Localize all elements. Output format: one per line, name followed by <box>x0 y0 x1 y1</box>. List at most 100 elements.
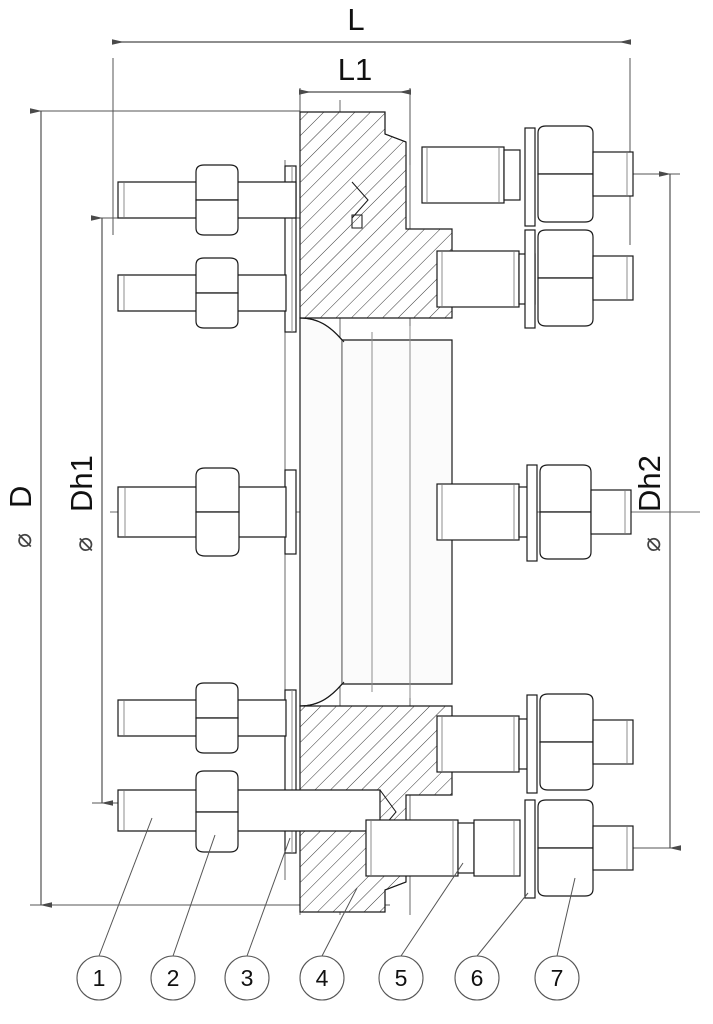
balloon-circle-5[interactable] <box>378 955 424 1001</box>
stud-protrusion <box>592 151 634 197</box>
left-bolt-assembly-bottom-outer <box>117 770 397 853</box>
stud-collar <box>457 822 475 874</box>
leader-line-4 <box>321 887 358 957</box>
dimension-D-label: D <box>3 486 38 508</box>
diameter-symbol-icon: ⌀ <box>638 537 666 552</box>
diameter-symbol-icon: ⌀ <box>9 533 37 548</box>
hex-nut-upper-half <box>195 164 239 201</box>
stud-protrusion <box>592 719 634 765</box>
leader-line-5 <box>400 862 464 957</box>
gasket-plate-middle <box>284 469 297 555</box>
stud-bolt-shank <box>117 789 381 832</box>
flange-pipe-body-face <box>341 339 453 685</box>
balloon-6[interactable]: 6 <box>454 955 500 1001</box>
balloon-circle-1[interactable] <box>76 955 122 1001</box>
stud-sleeve <box>436 250 520 308</box>
right-bolt-assembly-bottom-outer <box>365 799 634 899</box>
right-bolt-assembly-top-inner <box>436 229 634 329</box>
stud-tip-cone-upper <box>351 181 369 219</box>
balloon-3[interactable]: 3 <box>224 955 270 1001</box>
balloon-circle-3[interactable] <box>224 955 270 1001</box>
stud-collar <box>503 149 521 201</box>
right-bolt-assembly-top-outer <box>421 125 634 227</box>
stud-sleeve-outer <box>473 819 521 877</box>
balloon-7[interactable]: 7 <box>534 955 580 1001</box>
stud-protrusion <box>590 489 632 535</box>
leader-line-2 <box>172 834 216 957</box>
stud-protrusion <box>592 825 634 871</box>
hex-nut-lower-half <box>195 199 239 236</box>
balloon-number-5: 5 <box>395 965 408 991</box>
hub-fillet-lower <box>299 681 345 707</box>
balloon-2[interactable]: 2 <box>150 955 196 1001</box>
hex-nut-upper-half <box>195 467 240 513</box>
balloon-1[interactable]: 1 <box>76 955 122 1001</box>
gasket-plate-upper <box>284 165 297 333</box>
hub-step-upper <box>384 112 407 143</box>
dimension-Dh2-label-group: Dh2 ⌀ <box>632 455 667 552</box>
hex-nut-upper-half <box>537 125 594 175</box>
hex-nut-lower-half <box>539 511 592 560</box>
stud-protrusion <box>592 255 634 301</box>
hex-nut-lower-half <box>537 277 594 327</box>
left-bolt-assembly-top-outer <box>117 164 297 236</box>
hex-nut-upper-half <box>195 770 239 813</box>
balloon-number-7: 7 <box>551 965 564 991</box>
stud-sleeve <box>436 715 520 773</box>
hex-nut-lower-half <box>537 847 594 897</box>
gasket-plate <box>284 165 297 854</box>
callout-balloons: 1 2 3 4 5 6 7 <box>76 955 580 1001</box>
balloon-number-1: 1 <box>93 965 106 991</box>
hex-nut-lower-half <box>195 511 240 557</box>
washer-plate <box>526 464 538 562</box>
callout-leader-lines <box>98 817 576 957</box>
washer-plate <box>524 799 536 899</box>
hub-fillet-upper <box>299 317 345 343</box>
hex-nut-upper-half <box>537 799 594 849</box>
gasket-plate-lower <box>284 689 297 854</box>
diameter-symbol-icon: ⌀ <box>70 537 98 552</box>
leader-line-1 <box>98 817 153 957</box>
dimension-Dh1-label-group: Dh1 ⌀ <box>64 455 99 552</box>
dimension-L1-label: L1 <box>338 52 372 87</box>
hex-nut-upper-half <box>539 693 594 743</box>
hub-step-lower <box>384 881 407 912</box>
flange-bore-face <box>299 317 343 707</box>
dimension-L-label: L <box>347 2 364 37</box>
dimension-D-label-group: D ⌀ <box>3 486 38 548</box>
hex-nut-upper-half <box>195 257 239 294</box>
hex-nut-lower-half <box>537 173 594 223</box>
hex-nut-upper-half <box>195 682 239 719</box>
stud-sleeve <box>365 819 459 877</box>
hex-nut-lower-half <box>195 292 239 329</box>
balloon-number-4: 4 <box>316 965 329 991</box>
hub-notch-upper <box>351 214 363 229</box>
washer-plate <box>526 694 538 794</box>
left-bolt-assembly-top-inner <box>117 257 287 329</box>
stud-sleeve <box>436 483 520 541</box>
flange-hub-upper-hatch <box>300 112 452 318</box>
balloon-number-3: 3 <box>241 965 254 991</box>
balloon-circle-6[interactable] <box>454 955 500 1001</box>
balloon-number-6: 6 <box>471 965 484 991</box>
hub-through-stud-upper <box>351 181 369 219</box>
balloon-circle-4[interactable] <box>299 955 345 1001</box>
washer-plate <box>524 127 536 227</box>
balloon-circle-2[interactable] <box>150 955 196 1001</box>
balloon-5[interactable]: 5 <box>378 955 424 1001</box>
right-bolt-assembly-middle <box>436 464 632 562</box>
dimension-Dh2-label: Dh2 <box>632 455 667 512</box>
hex-nut-lower-half <box>195 811 239 853</box>
balloon-number-2: 2 <box>167 965 180 991</box>
left-bolt-assembly-middle <box>117 467 287 557</box>
hex-nut-lower-half <box>539 741 594 791</box>
leader-line-7 <box>556 877 576 957</box>
left-bolt-assembly-bottom-inner <box>117 682 287 754</box>
balloon-circle-7[interactable] <box>534 955 580 1001</box>
stud-sleeve <box>421 146 505 204</box>
dimension-Dh1-label: Dh1 <box>64 455 99 512</box>
balloon-4[interactable]: 4 <box>299 955 345 1001</box>
leader-line-6 <box>476 892 529 957</box>
